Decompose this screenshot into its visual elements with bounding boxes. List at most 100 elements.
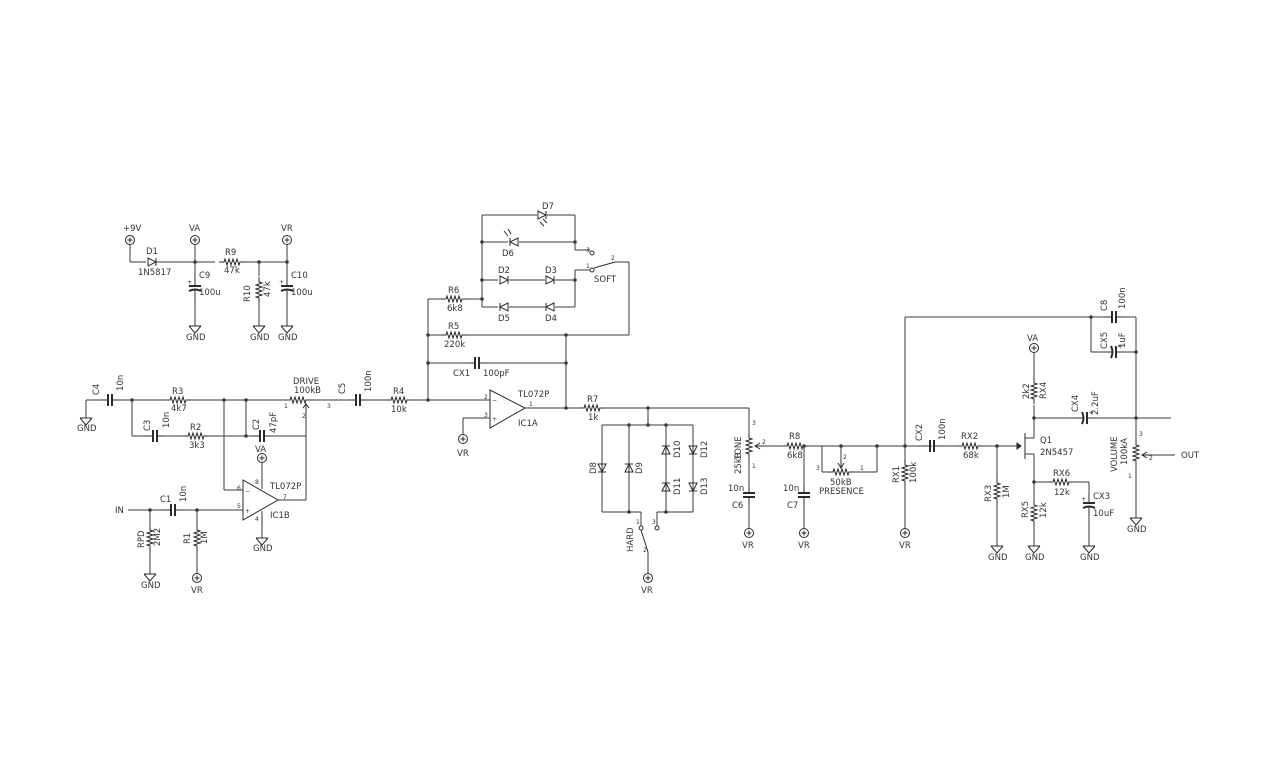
label-soft: SOFT: [594, 275, 617, 285]
label-cx5: CX5: [1100, 332, 1110, 349]
svg-text:+: +: [492, 416, 497, 423]
svg-text:3: 3: [484, 412, 488, 419]
svg-text:1: 1: [284, 403, 288, 410]
label-tone: TONE: [734, 436, 744, 461]
label-c9-value: 100u: [199, 288, 221, 298]
label-r10: R10: [243, 285, 253, 302]
svg-text:1: 1: [860, 465, 864, 472]
label-rx2-value: 68k: [963, 451, 979, 461]
label-c4: C4: [92, 384, 102, 395]
svg-text:3: 3: [816, 465, 820, 472]
label-d7: D7: [542, 202, 554, 212]
label-rx3-value: 1M: [1002, 485, 1012, 498]
label-rx1-value: 100k: [909, 462, 919, 483]
svg-text:3: 3: [652, 519, 656, 526]
label-rx3: RX3: [984, 485, 994, 502]
label-va: VA: [189, 224, 200, 234]
label-rx4: RX4: [1039, 382, 1049, 399]
label-r3-value: 4k7: [171, 404, 187, 414]
label-c1: C1: [160, 495, 171, 505]
label-c7-value: 10n: [783, 484, 799, 494]
label-r10-value: 47k: [263, 281, 273, 297]
label-hard: HARD: [626, 527, 636, 552]
label-d1-value: 1N5817: [138, 268, 171, 278]
label-rx6-value: 12k: [1054, 488, 1070, 498]
label-d2: D2: [498, 266, 510, 276]
label-r4-value: 10k: [391, 405, 407, 415]
label-d13: D13: [700, 478, 710, 495]
label-tone-value: 25kB: [734, 452, 744, 474]
input-stage: −+: [79, 393, 348, 583]
label-c3-value: 10n: [162, 412, 172, 428]
label-cx5-value: 1uF: [1118, 332, 1128, 348]
label-rx1: RX1: [892, 466, 902, 483]
svg-text:2: 2: [643, 547, 647, 554]
svg-text:1: 1: [636, 519, 640, 526]
label-vr: VR: [281, 224, 293, 234]
svg-text:8: 8: [255, 479, 259, 486]
label-d4: D4: [545, 314, 557, 324]
label-c7: C7: [787, 501, 798, 511]
label-gnd-rpd: GND: [141, 581, 161, 591]
label-vr-c7: VR: [798, 541, 810, 551]
label-cx1: CX1: [453, 369, 470, 379]
label-cx1-value: 100pF: [483, 369, 510, 379]
label-r7-value: 1k: [588, 413, 598, 423]
label-r2-value: 3k3: [189, 441, 205, 451]
label-ic1a: IC1A: [518, 419, 538, 429]
label-r1-value: 1M: [200, 531, 210, 544]
label-r5-value: 220k: [444, 340, 465, 350]
tone-stage: [742, 316, 1091, 538]
label-out: OUT: [1181, 451, 1200, 461]
label-r3: R3: [172, 387, 183, 397]
label-r7: R7: [587, 395, 598, 405]
svg-text:−: −: [492, 397, 497, 404]
label-r2: R2: [190, 423, 201, 433]
label-cx3: CX3: [1093, 492, 1110, 502]
svg-text:3: 3: [586, 247, 590, 254]
label-d6: D6: [502, 249, 514, 259]
label-rpd-value: 2M2: [153, 528, 163, 546]
clipping-stage: −+: [347, 210, 749, 583]
svg-text:1: 1: [752, 463, 756, 470]
label-vr-r1: VR: [191, 586, 203, 596]
label-d5: D5: [498, 314, 510, 324]
label-va-ic1b: VA: [255, 445, 266, 455]
label-c9: C9: [199, 271, 210, 281]
label-q1-value: 2N5457: [1040, 448, 1073, 458]
label-gnd-c10: GND: [278, 333, 298, 343]
svg-text:4: 4: [255, 516, 259, 523]
label-r9-value: 47k: [224, 266, 240, 276]
label-r6: R6: [448, 286, 459, 296]
label-cx2: CX2: [915, 424, 925, 441]
label-rx6: RX6: [1053, 469, 1070, 479]
label-rx5-value: 12k: [1039, 502, 1049, 518]
svg-text:2: 2: [843, 454, 847, 461]
label-gnd-volume: GND: [1127, 525, 1147, 535]
svg-text:2: 2: [611, 255, 615, 262]
label-r5: R5: [448, 322, 459, 332]
svg-text:1: 1: [1128, 473, 1132, 480]
label-gnd-ic1b: GND: [253, 544, 273, 554]
label-c3: C3: [143, 420, 153, 431]
label-d3: D3: [545, 266, 557, 276]
label-c6: C6: [732, 501, 743, 511]
label-d11: D11: [673, 478, 683, 495]
label-rx5: RX5: [1021, 501, 1031, 518]
svg-text:6: 6: [237, 485, 241, 492]
label-vr-c6: VR: [742, 541, 754, 551]
label-cx4-value: 2.2uF: [1091, 391, 1101, 415]
label-c8-value: 100n: [1118, 287, 1128, 309]
label-gnd-c9: GND: [186, 333, 206, 343]
svg-text:3: 3: [752, 420, 756, 427]
label-gnd-r10: GND: [250, 333, 270, 343]
label-ic1a-part: TL072P: [517, 390, 549, 400]
label-c10: C10: [291, 271, 308, 281]
label-drive: DRIVE: [293, 377, 319, 387]
svg-text:2: 2: [484, 394, 488, 401]
label-in: IN: [115, 506, 124, 516]
svg-text:1: 1: [586, 263, 590, 270]
label-gnd-rx3: GND: [988, 553, 1008, 563]
label-gnd-c4: GND: [77, 424, 97, 434]
label-rx4-value: 2k2: [1022, 383, 1032, 399]
